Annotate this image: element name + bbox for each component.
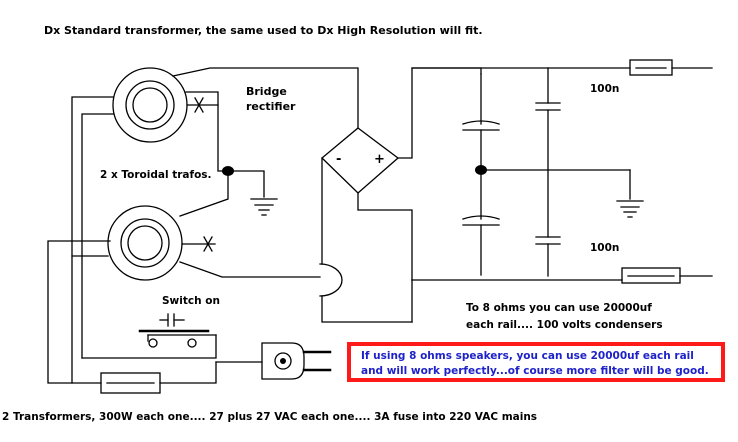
tap-marker-top: [194, 97, 204, 113]
crossover-hop: [319, 263, 413, 323]
positive-rail: [411, 59, 713, 76]
cap-bottom-label: 100n: [590, 242, 619, 254]
bridge-rectifier: [321, 67, 482, 281]
footer-note: 2 Transformers, 300W each one.... 27 plu…: [2, 411, 537, 423]
filter-capacitors: [462, 73, 500, 276]
primary-wiring: [47, 96, 217, 384]
bridge-minus-label: -: [336, 152, 341, 167]
speakers-label-line2: each rail.... 100 volts condensers: [466, 319, 663, 331]
cap-top-label: 100n: [590, 83, 619, 95]
negative-rail: [411, 267, 713, 323]
note-line-2: and will work perfectly...of course more…: [361, 365, 709, 377]
warning-note-box: If using 8 ohms speakers, you can use 20…: [347, 342, 725, 382]
bridge-plus-label: +: [374, 152, 385, 167]
mains-fuse: [100, 372, 161, 394]
junction-dots: [222, 165, 487, 176]
switch-label: Switch on: [162, 295, 220, 307]
toroid-label: 2 x Toroidal trafos.: [100, 169, 212, 181]
note-line-1: If using 8 ohms speakers, you can use 20…: [361, 350, 694, 362]
mains-switch: [138, 313, 217, 348]
ground-icon-right: [616, 200, 644, 218]
speakers-label-line1: To 8 ohms you can use 20000uf: [466, 302, 652, 314]
secondary-wiring: [172, 67, 359, 278]
bridge-label-line1: Bridge: [246, 85, 287, 98]
bypass-capacitors: [535, 67, 561, 277]
tap-marker-bottom: [203, 236, 213, 252]
centre-tap-ground: [480, 169, 631, 200]
mains-plug: [215, 342, 332, 380]
bridge-label-line2: rectifier: [246, 100, 296, 113]
toroid-bottom: [107, 205, 183, 281]
plug-pins: [274, 352, 292, 370]
page-title: Dx Standard transformer, the same used t…: [44, 24, 483, 37]
toroid-top: [112, 67, 188, 143]
ground-icon: [250, 198, 278, 216]
